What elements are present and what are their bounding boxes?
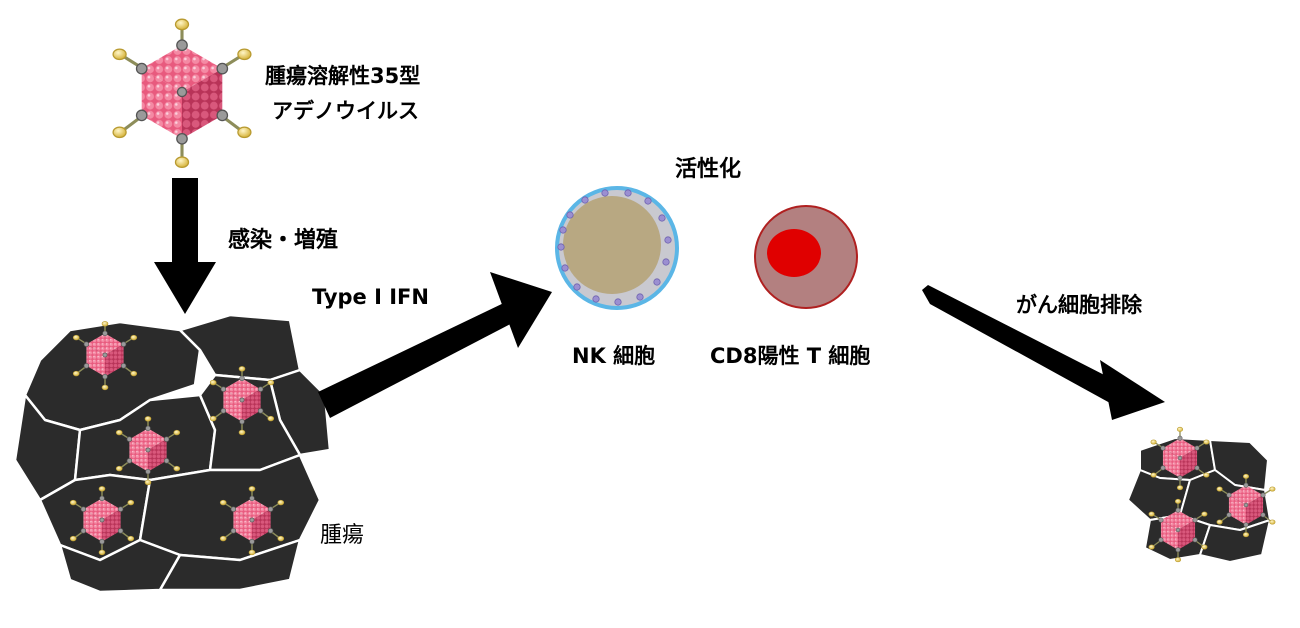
ifn-arrow — [318, 272, 552, 418]
tumor-label: 腫瘍 — [320, 523, 365, 548]
nk-cell-label: NK 細胞 — [572, 344, 656, 368]
tumor-cluster — [13, 313, 332, 594]
infection-label: 感染・増殖 — [228, 228, 339, 253]
cd8-t-cell-icon — [754, 205, 858, 309]
virus-name-line-2: アデノウイルス — [272, 99, 419, 123]
down-arrow — [154, 178, 216, 314]
elimination-label: がん細胞排除 — [1016, 293, 1142, 317]
elimination-arrow — [922, 285, 1165, 420]
nk-cell-icon — [555, 186, 679, 310]
adenovirus-icon — [111, 17, 253, 169]
ifn-label: Type I IFN — [312, 285, 429, 309]
virus-name-line-1: 腫瘍溶解性35型 — [265, 64, 421, 88]
activation-label: 活性化 — [675, 157, 742, 182]
cd8-cell-label: CD8陽性 T 細胞 — [710, 344, 871, 368]
eliminated-tumor-cluster — [1127, 426, 1276, 563]
